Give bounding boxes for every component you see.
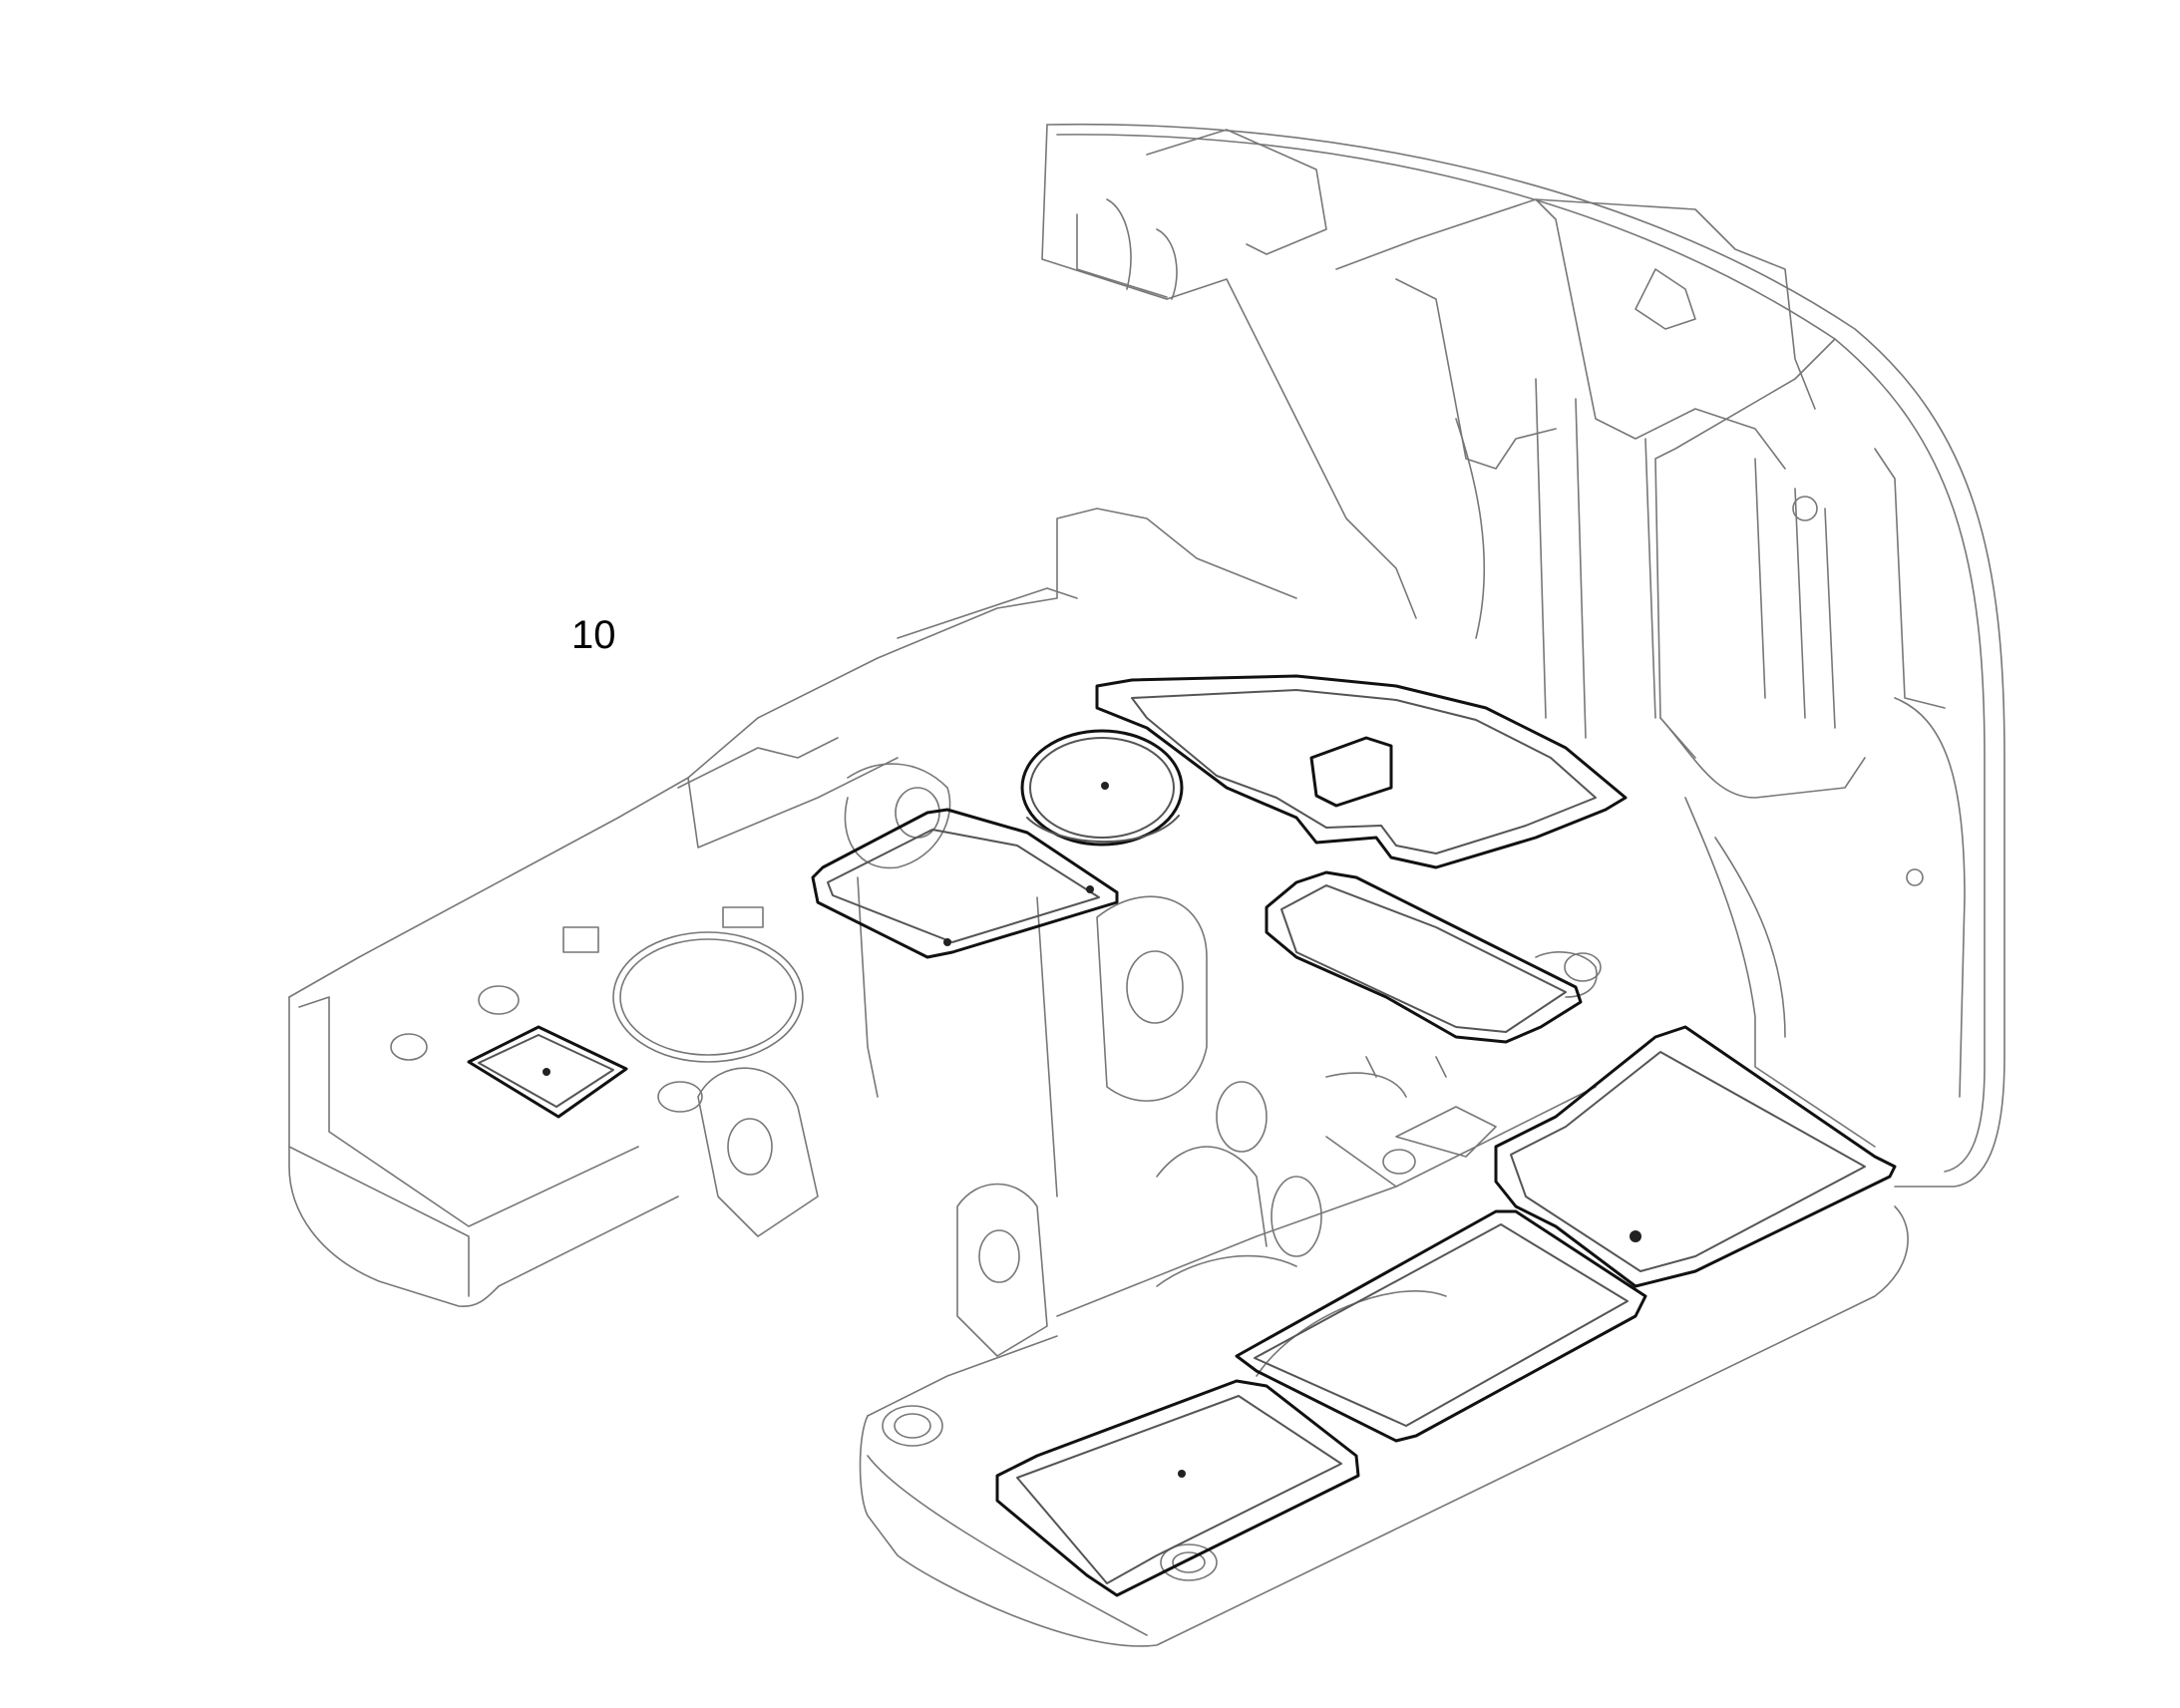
- cover-cab-front: [995, 1379, 1360, 1597]
- cover-cab-mid: [1235, 1209, 1647, 1443]
- callout-label: 10: [571, 613, 616, 657]
- counterweight: [1041, 123, 2005, 1188]
- cover-cab-rear: [1494, 1025, 1897, 1288]
- cover-top-rear: [1095, 674, 1628, 869]
- cover-center-right: [1265, 870, 1583, 1044]
- left-deck: [288, 737, 899, 1307]
- cover-small-left: [467, 1025, 628, 1119]
- center-frame: [687, 508, 1602, 1357]
- cab-deck: [859, 1205, 1909, 1647]
- cover-swivel: [1020, 729, 1184, 847]
- cover-left-center: [811, 808, 1119, 959]
